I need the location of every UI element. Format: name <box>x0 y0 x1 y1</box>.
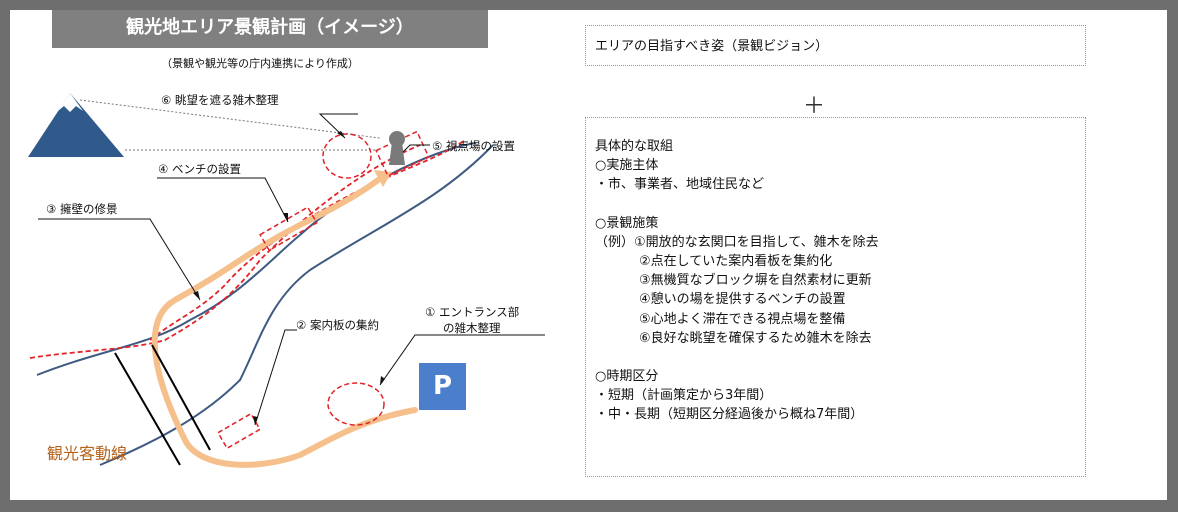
wall-bracket-right <box>151 344 211 451</box>
view-clear-area <box>322 133 372 179</box>
measure-item: ⑤心地よく滞在できる視点場を整備 <box>639 311 846 327</box>
leader-lines <box>38 113 545 426</box>
frame <box>10 10 1167 500</box>
dashed-edge-upper <box>29 144 421 359</box>
measure-item: （例）①開放的な玄関口を目指して、雑木を除去 <box>595 234 879 250</box>
period-short: ・短期（計画策定から3年間） <box>595 388 773 404</box>
entrance-area <box>327 382 385 426</box>
period-long: ・中・長期（短期区分経過後から概ね7年間） <box>595 407 864 423</box>
label-wall: ③ 擁壁の修景 <box>46 202 118 216</box>
details-box: 具体的な取組 ○実施主体 ・市、事業者、地域住民など ○景観施策 （例）①開放的… <box>585 117 1086 477</box>
plus-sign: ＋ <box>803 94 826 119</box>
label-tourist-flow: 観光客動線 <box>47 444 128 463</box>
parking-icon: P <box>419 363 466 410</box>
mountain-icon <box>28 93 124 157</box>
subtitle: （景観や観光等の庁内連携により作成） <box>161 57 359 70</box>
vision-box: エリアの目指すべき姿（景観ビジョン） <box>585 25 1086 66</box>
signboard-area <box>217 412 261 450</box>
viewpoint-icon <box>389 131 405 165</box>
label-entrance-line2: の雑木整理 <box>443 321 501 335</box>
measure-item: ⑥良好な眺望を確保するため雑木を除去 <box>639 330 872 346</box>
implementer-text: ・市、事業者、地域住民など <box>595 177 765 193</box>
measures-heading: ○景観施策 <box>595 215 659 231</box>
measure-item: ③無機質なブロック塀を自然素材に更新 <box>639 273 872 289</box>
label-viewpoint: ⑤ 視点場の設置 <box>432 139 515 153</box>
label-entrance-line1: ① エントランス部 <box>425 305 520 319</box>
measure-item: ②点在していた案内看板を集約化 <box>639 254 833 270</box>
page-title: 観光地エリア景観計画（イメージ） <box>52 10 488 48</box>
details-heading: 具体的な取組 <box>595 139 674 154</box>
period-heading: ○時期区分 <box>595 369 659 385</box>
tourist-flow-arrowhead <box>374 170 392 187</box>
wall-bracket-left <box>114 352 181 466</box>
label-bench: ④ ベンチの設置 <box>158 162 241 176</box>
label-view-clear: ⑥ 眺望を遮る雑木整理 <box>161 93 279 107</box>
leader-arrowheads <box>193 131 385 425</box>
tourist-flow-line <box>151 172 418 468</box>
implementer-heading: ○実施主体 <box>595 158 659 174</box>
viewpoint-area <box>375 130 430 177</box>
label-signboard: ② 案内板の集約 <box>296 318 379 332</box>
measure-item: ④憩いの場を提供するベンチの設置 <box>639 292 846 308</box>
bench-area <box>259 206 318 252</box>
road-line-upper <box>36 142 477 376</box>
